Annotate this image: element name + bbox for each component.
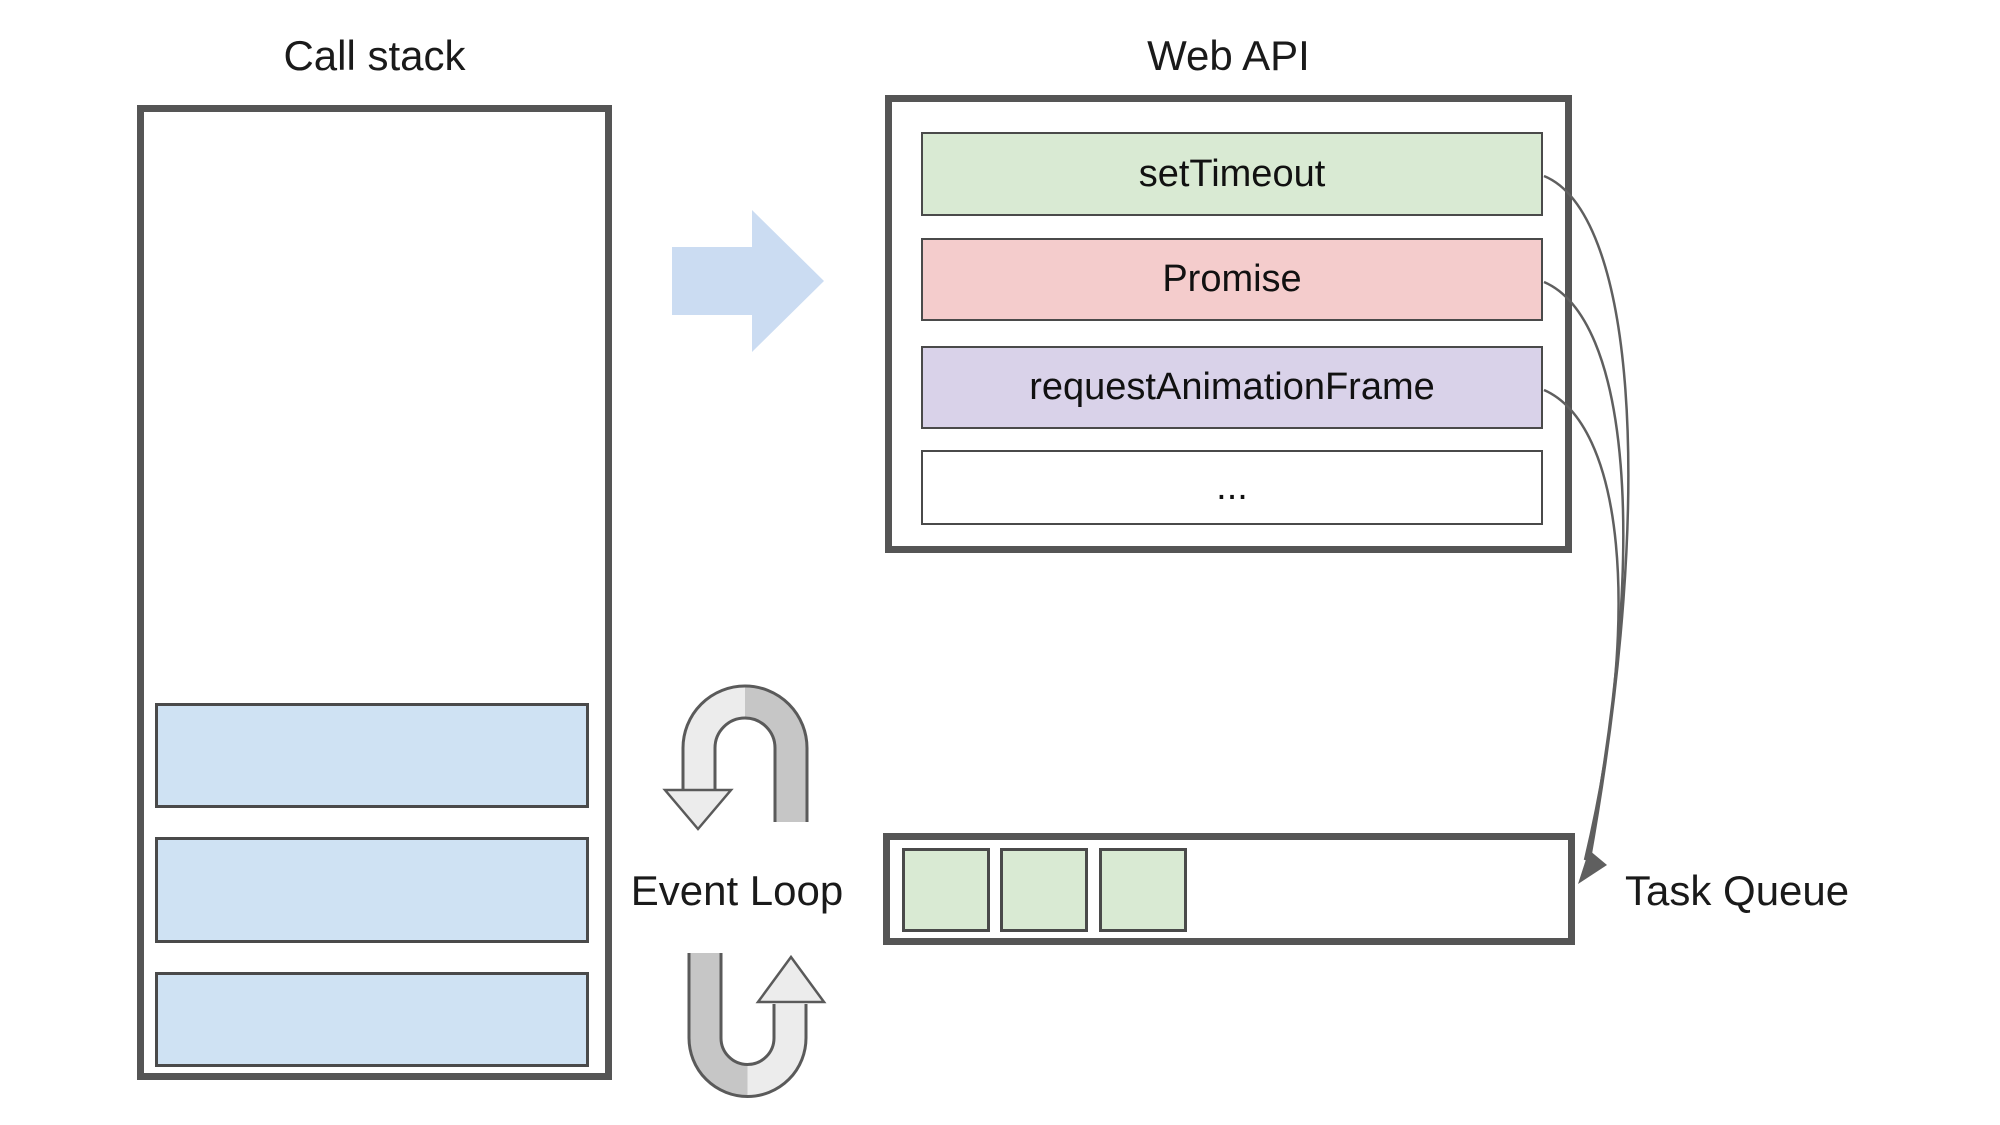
web-api-row-requestanimationframe: requestAnimationFrame [921, 346, 1543, 429]
flow-right-arrow-icon [672, 210, 824, 352]
event-loop-label: Event Loop [630, 867, 844, 914]
web-api-row-settimeout: setTimeout [921, 132, 1543, 216]
task-queue-arrowhead-icon [1578, 850, 1607, 884]
event-loop-top-arrow-icon [662, 684, 809, 831]
web-api-title: Web API [1147, 32, 1310, 79]
task-queue-item [902, 848, 990, 932]
call-stack-title: Call stack [283, 32, 466, 79]
task-queue-label: Task Queue [1625, 867, 1850, 914]
web-api-row-ellipsis: ... [921, 450, 1543, 525]
call-stack-frame [155, 703, 589, 808]
task-queue-item [1000, 848, 1088, 932]
call-stack-frame [155, 972, 589, 1067]
web-api-row-promise: Promise [921, 238, 1543, 321]
call-stack-frame [155, 837, 589, 943]
task-queue-item [1099, 848, 1187, 932]
task-queue-box [883, 833, 1575, 945]
event-loop-bottom-arrow-icon [687, 953, 827, 1098]
